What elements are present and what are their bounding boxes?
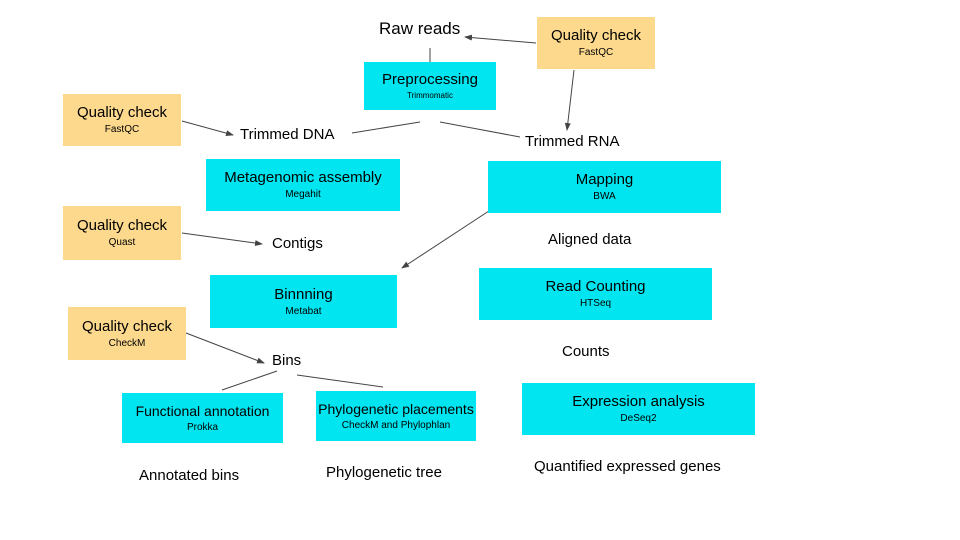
annotated-bins-label: Annotated bins <box>139 467 240 484</box>
preprocessing-tool: Trimmomatic <box>407 91 453 100</box>
qc-box-title: Quality check <box>76 104 168 121</box>
raw-reads-label: Raw reads <box>379 19 461 38</box>
aligned-data-label: Aligned data <box>548 231 632 248</box>
read-counting-box: Read Counting HTSeq <box>479 268 712 320</box>
bins-label: Bins <box>272 352 302 369</box>
qc-box-tool: FastQC <box>578 47 614 58</box>
trimmed-dna-label: Trimmed DNA <box>240 126 335 143</box>
contigs-label: Contigs <box>272 235 323 252</box>
qc-box-trimmed-dna: Quality check FastQC <box>63 94 181 146</box>
binning-box: Binnning Metabat <box>210 275 397 328</box>
edge-mapping-to-binning <box>401 206 496 269</box>
expression-analysis-box: Expression analysis DeSeq2 <box>522 383 755 435</box>
edge-bins-to-phylogenetic-placements <box>296 374 384 388</box>
phylogenetic-tree-label: Phylogenetic tree <box>326 464 442 481</box>
functional-annotation-title: Functional annotation <box>135 403 270 419</box>
edge-qc-raw-to-trimmed-rna <box>564 69 575 131</box>
qc-box-title: Quality check <box>550 27 642 44</box>
edge-preprocessing-to-trimmed-rna <box>439 121 521 138</box>
qc-box-title: Quality check <box>76 217 168 234</box>
read-counting-tool: HTSeq <box>579 298 612 309</box>
edge-bins-to-functional-annotation <box>221 370 278 391</box>
qc-box-tool: Quast <box>108 237 136 248</box>
edge-qc-bins-to-bins <box>185 332 265 364</box>
metagenomic-assembly-box: Metagenomic assembly Megahit <box>206 159 400 211</box>
expression-analysis-title: Expression analysis <box>572 393 705 410</box>
qc-box-tool: CheckM <box>108 337 146 349</box>
edge-qc-dna-to-trimmed-dna <box>181 120 234 137</box>
trimmed-rna-label: Trimmed RNA <box>525 133 620 150</box>
expression-analysis-tool: DeSeq2 <box>620 413 657 424</box>
edge-qc-raw-to-raw-reads <box>464 34 537 44</box>
quantified-expressed-genes-label: Quantified expressed genes <box>534 458 721 475</box>
phylogenetic-placements-box: Phylogenetic placements CheckM and Phylo… <box>316 391 476 441</box>
qc-box-tool: FastQC <box>104 124 140 135</box>
binning-tool: Metabat <box>285 305 322 317</box>
qc-box-raw: Quality check FastQC <box>537 17 655 69</box>
qc-box-title: Quality check <box>81 317 173 335</box>
mapping-title: Mapping <box>575 171 634 188</box>
binning-title: Binnning <box>274 285 333 303</box>
mapping-box: Mapping BWA <box>488 161 721 213</box>
metagenomic-assembly-tool: Megahit <box>285 189 321 200</box>
preprocessing-box: Preprocessing Trimmomatic <box>364 62 496 110</box>
functional-annotation-box: Functional annotation Prokka <box>122 393 283 443</box>
qc-box-bins: Quality check CheckM <box>68 307 186 360</box>
phylogenetic-placements-title: Phylogenetic placements <box>318 401 474 417</box>
edge-preprocessing-to-trimmed-dna <box>351 121 421 134</box>
preprocessing-title: Preprocessing <box>382 71 478 88</box>
qc-box-contigs: Quality check Quast <box>63 206 181 260</box>
functional-annotation-tool: Prokka <box>186 422 219 433</box>
mapping-tool: BWA <box>593 191 616 202</box>
counts-label: Counts <box>562 343 610 360</box>
edge-qc-contigs-to-contigs <box>181 232 263 247</box>
read-counting-title: Read Counting <box>545 278 646 295</box>
phylogenetic-placements-tool: CheckM and Phylophlan <box>341 420 451 431</box>
metagenomic-assembly-title: Metagenomic assembly <box>224 169 382 186</box>
